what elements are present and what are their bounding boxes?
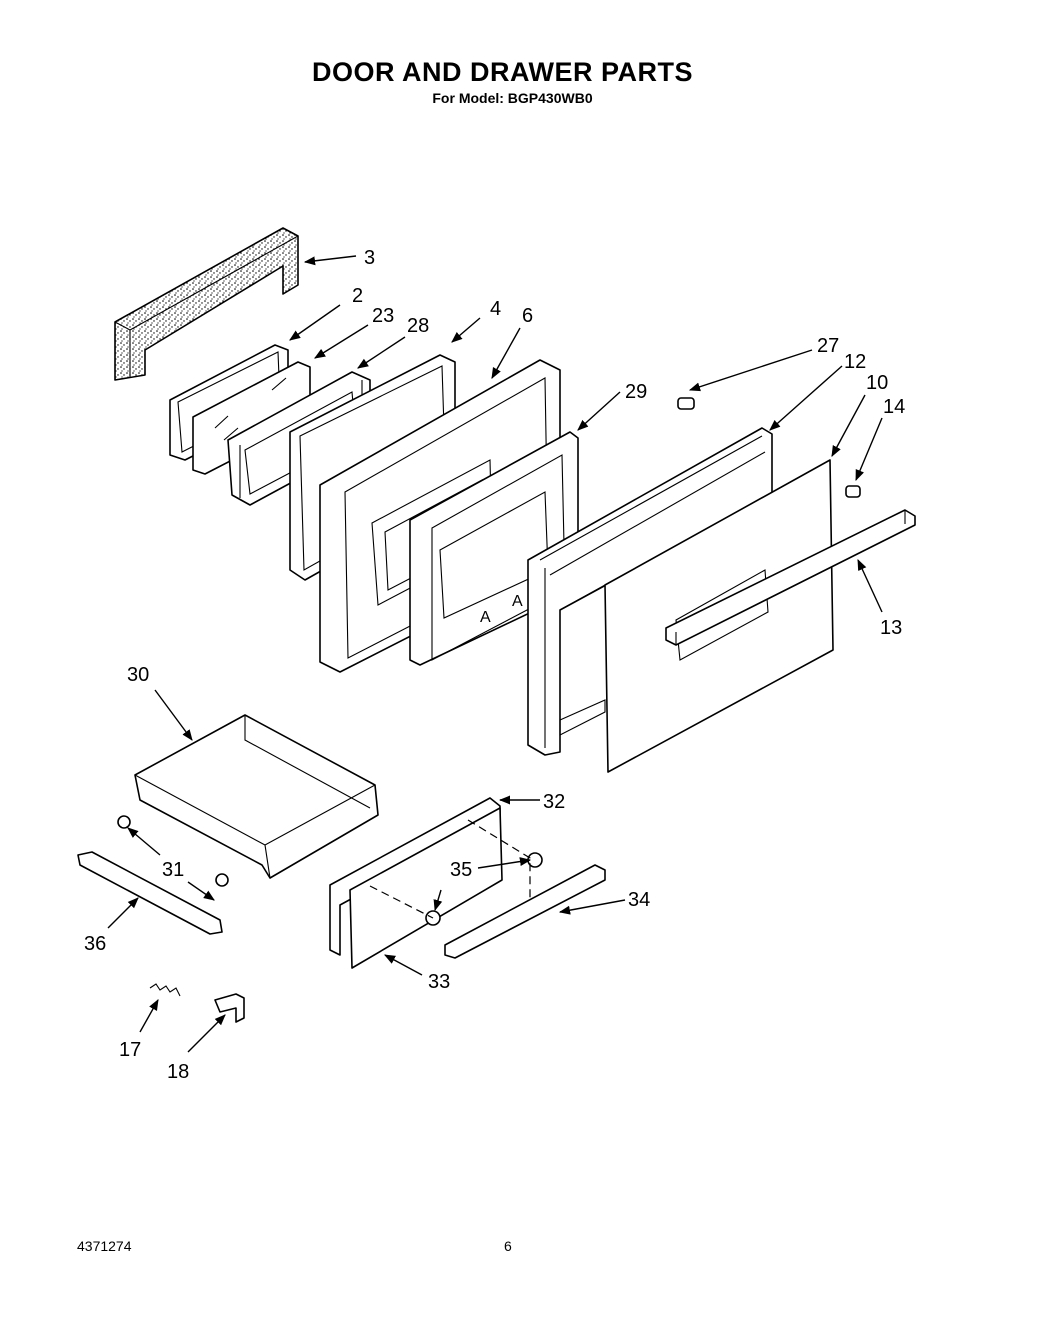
part-17-spring bbox=[149, 983, 181, 997]
callout-13: 13 bbox=[880, 617, 902, 639]
part-3-insulation bbox=[114, 227, 299, 381]
callout-12: 12 bbox=[844, 351, 866, 373]
callout-3: 3 bbox=[364, 247, 375, 269]
callout-35: 35 bbox=[450, 859, 472, 881]
callout-6: 6 bbox=[522, 305, 533, 327]
part-34-drawer-handle bbox=[444, 864, 606, 959]
part-12-door-frame bbox=[527, 427, 773, 756]
svg-text:A: A bbox=[512, 593, 523, 610]
callout-30: 30 bbox=[127, 664, 149, 686]
model-subtitle: For Model: BGP430WB0 bbox=[432, 90, 593, 106]
document-number: 4371274 bbox=[77, 1238, 132, 1254]
callout-14: 14 bbox=[883, 396, 905, 418]
callout-36: 36 bbox=[84, 933, 106, 955]
part-13-door-handle bbox=[665, 509, 916, 646]
callout-labels: 3 2 23 28 4 6 27 12 10 14 29 13 30 32 31… bbox=[84, 247, 905, 1083]
part-18-bracket bbox=[214, 993, 245, 1023]
callout-17: 17 bbox=[119, 1039, 141, 1061]
callout-27: 27 bbox=[817, 335, 839, 357]
callout-10: 10 bbox=[866, 372, 888, 394]
part-14-cap bbox=[845, 485, 861, 498]
callout-18: 18 bbox=[167, 1061, 189, 1083]
svg-text:A: A bbox=[480, 609, 491, 626]
callout-33: 33 bbox=[428, 971, 450, 993]
part-31-roller-right bbox=[215, 873, 229, 887]
part-36-slide bbox=[77, 851, 223, 935]
part-30-drawer-tray bbox=[134, 714, 379, 879]
page-title: DOOR AND DRAWER PARTS bbox=[312, 57, 693, 87]
callout-4: 4 bbox=[490, 298, 501, 320]
part-31-roller-left bbox=[117, 815, 131, 829]
part-33-drawer-panel bbox=[349, 807, 503, 969]
callout-23: 23 bbox=[372, 305, 394, 327]
page-number: 6 bbox=[504, 1238, 512, 1254]
leader-lines bbox=[107, 255, 883, 1053]
part-27-cap bbox=[677, 397, 695, 410]
callout-31: 31 bbox=[162, 859, 184, 881]
callout-2: 2 bbox=[352, 285, 363, 307]
callout-32: 32 bbox=[543, 791, 565, 813]
callout-28: 28 bbox=[407, 315, 429, 337]
callout-34: 34 bbox=[628, 889, 650, 911]
callout-29: 29 bbox=[625, 381, 647, 403]
